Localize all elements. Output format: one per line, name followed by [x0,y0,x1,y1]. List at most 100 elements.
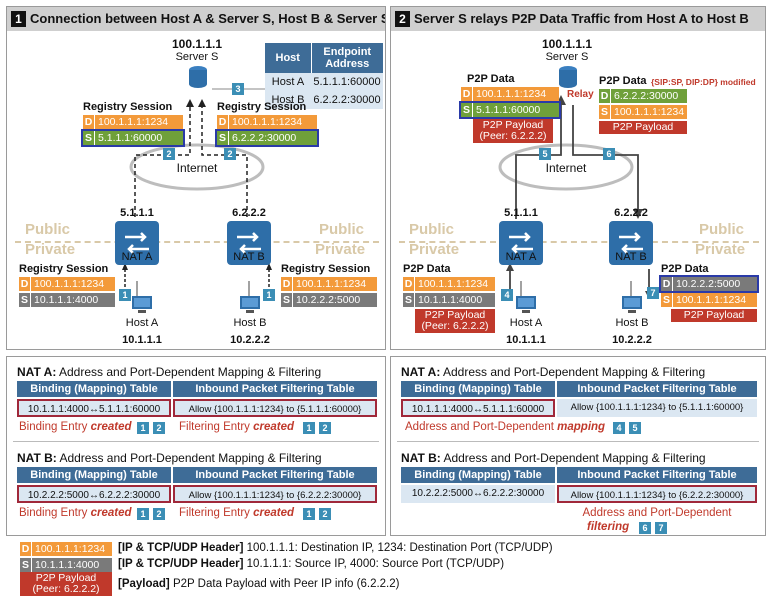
nat-b-router-icon [609,221,653,265]
p2p-data-title: P2P Data [467,73,515,85]
internet-cloud [129,143,265,191]
binding-table-header: Binding (Mapping) Table [17,381,171,397]
binding-entry: 10.1.1.1:4000↔5.1.1.1:60000 [401,399,555,417]
nat-a-router-icon [115,221,159,265]
step-badge-6: 6 [639,522,651,534]
filtering-entry: Allow {100.1.1.1:1234} to {6.2.2.2:30000… [173,485,377,503]
step-badge-5: 5 [629,422,641,434]
host-a-computer-icon [132,296,152,313]
step-badge-1: 1 [263,289,275,301]
filtering-table-header: Inbound Packet Filtering Table [173,381,377,397]
arrow-up-b [198,99,206,107]
private-label: Private [25,241,76,258]
step-badge-1: 1 [303,422,315,434]
filtering-note: Filtering Entry created [179,421,295,433]
legend-src-text: [IP & TCP/UDP Header] 10.1.1.1: Source I… [118,558,505,570]
panel-connection: 1 Connection between Host A & Server S, H… [6,6,386,350]
nat-b-label: NAT B [615,251,647,263]
public-private-divider [399,241,759,243]
legend-dest-text: [IP & TCP/UDP Header] 100.1.1.1: Destina… [118,542,553,554]
step-badge-3: 3 [232,83,244,95]
nat-a-ip: 5.1.1.1 [504,207,538,219]
panel-title-text: Connection between Host A & Server S, Ho… [30,11,385,26]
endpoint-address: 6.2.2.2:30000 [311,91,383,109]
host-b-label: Host B [233,317,267,329]
host-b-ip: 10.2.2.2 [230,334,270,346]
registry-session-title: Registry Session [83,101,173,113]
nat-a-ip: 5.1.1.1 [120,207,154,219]
binding-entry: 10.1.1.1:4000↔5.1.1.1:60000 [17,399,171,417]
private-label: Private [409,241,460,258]
p2p-payload: P2P Payload(Peer: 6.2.2.2) [415,309,495,333]
public-label: Public [25,221,71,238]
host-b-computer-icon [622,296,642,313]
endpoint-host: Host A [265,73,311,91]
host-b-ip: 10.2.2.2 [612,334,652,346]
host-b-label: Host B [615,317,649,329]
step-badge-7: 7 [647,287,659,299]
filtering-table-header: Inbound Packet Filtering Table [173,467,377,483]
p2p-modified-note: {SIP:SP, DIP:DP} modified [651,77,756,87]
server-ip: 100.1.1.1 [541,37,593,51]
nat-a-table-title: NAT A: Address and Port-Dependent Mappin… [401,365,706,379]
step-badge-1: 1 [303,508,315,520]
filtering-note-bold: filtering [587,521,630,533]
nat-b-table-title: NAT B: Address and Port-Dependent Mappin… [401,451,706,465]
step-badge-2: 2 [319,422,331,434]
step-badge-2: 2 [163,148,175,160]
step-badge-2: 2 [153,422,165,434]
binding-note: Binding Entry created [19,421,132,433]
step-badge-5: 5 [539,148,551,160]
step-badge-1: 1 [119,289,131,301]
public-label: Public [699,221,745,238]
step-badge-4: 4 [501,289,513,301]
nat-b-ip: 6.2.2.2 [614,207,648,219]
endpoint-col-host: Host [265,43,312,73]
nat-a-label: NAT A [121,251,153,263]
endpoint-col-address: Endpoint Address [311,43,383,73]
host-a-label: Host A [125,317,159,329]
registry-session-title: Registry Session [217,101,307,113]
link-nata-server [134,107,191,217]
registry-session-title: Registry Session [19,263,109,275]
legend-payload: P2P Payload(Peer: 6.2.2.2) [20,572,112,596]
step-badge-2: 2 [319,508,331,520]
filtering-entry: Allow {100.1.1.1:1234} to {5.1.1.1:60000… [557,399,757,417]
binding-entry: 10.2.2.2:5000↔6.2.2.2:30000 [17,485,171,503]
nat-b-table-title: NAT B: Address and Port-Dependent Mappin… [17,451,322,465]
nat-a-router-icon [499,221,543,265]
public-label: Public [409,221,455,238]
binding-table-header: Binding (Mapping) Table [17,467,171,483]
p2p-data-title: P2P Data [403,263,451,275]
link-nata-server [515,105,562,219]
nat-a-table-title: NAT A: Address and Port-Dependent Mappin… [17,365,322,379]
server-label: Server S [175,51,219,63]
private-label: Private [315,241,366,258]
host-a-ip: 10.1.1.1 [506,334,546,346]
server-ip: 100.1.1.1 [171,37,223,51]
endpoint-host: Host B [265,91,311,109]
binding-table-header: Binding (Mapping) Table [401,381,555,397]
divider [397,441,759,442]
nat-a-label: NAT A [505,251,537,263]
p2p-data-title: P2P Data [661,263,709,275]
relay-label: Relay [567,89,594,100]
nat-b-router-icon [227,221,271,265]
filtering-note: Filtering Entry created [179,507,295,519]
panel-nat-tables-2: NAT A: Address and Port-Dependent Mappin… [390,356,766,536]
filtering-table-header: Inbound Packet Filtering Table [557,381,757,397]
